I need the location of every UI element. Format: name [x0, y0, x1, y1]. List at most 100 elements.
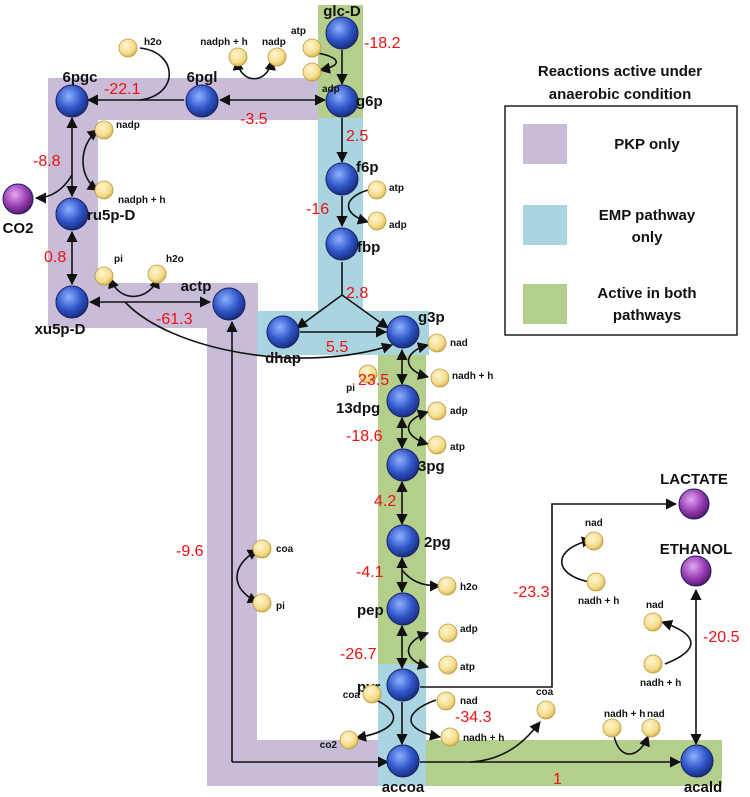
flux-f_g6pdh: -3.5	[240, 111, 268, 128]
cofactor-label-c_pi1: pi	[114, 254, 123, 265]
node-co2a	[2, 183, 34, 215]
node-label-3pg: 3pg	[418, 458, 445, 475]
band-emp	[318, 118, 363, 312]
flux-f_tpi: 5.5	[326, 339, 348, 356]
cofactor-label-c_nad5: nad	[646, 600, 664, 611]
edge-adp-atp-pyk	[407, 631, 430, 670]
cofactor-c_nadh1	[430, 368, 450, 388]
cofactor-label-c_nadph1: nadph + h	[200, 37, 248, 48]
cofactor-label-c_adp2: adp	[389, 220, 407, 231]
edge-nad-nadh-pdh	[410, 699, 442, 741]
cofactor-label-c_adp3: adp	[450, 406, 468, 417]
cofactor-c_nad3	[584, 531, 604, 551]
cofactor-label-c_coa2: coa	[343, 690, 361, 701]
band-pkp	[207, 740, 383, 786]
node-label-acald: acald	[684, 779, 722, 796]
edge-pi-h2o-pk	[108, 276, 160, 298]
node-label-co2a: CO2	[3, 220, 34, 237]
node-label-lactate: LACTATE	[660, 471, 728, 488]
edge-gnd-co2	[34, 174, 73, 204]
cofactor-label-c_nad4: nad	[647, 709, 665, 720]
flux-f_pta: -9.6	[176, 543, 204, 560]
cofactor-c_nadh2	[440, 727, 460, 747]
flux-f_ldh: -23.3	[513, 584, 550, 601]
cofactor-c_co2b	[339, 730, 359, 750]
node-lactate	[678, 488, 710, 520]
cofactor-c_nadp1	[267, 47, 287, 67]
cofactor-c_nadh5	[643, 654, 663, 674]
node-label-dhap: dhap	[265, 350, 301, 367]
cofactor-label-c_nadh3: nadh + h	[604, 709, 645, 720]
cofactor-label-c_nadp2: nadp	[116, 120, 140, 131]
node-fbp	[325, 227, 359, 261]
cofactor-label-c_coa1: coa	[276, 544, 294, 555]
band-both	[426, 740, 722, 786]
legend-title-line1: Reactions active under	[538, 63, 702, 80]
flux-f_hex: -18.2	[364, 35, 401, 52]
node-6pgl	[185, 84, 219, 118]
edge-nad-nadh-gapd	[407, 342, 430, 380]
cofactor-c_nadph1	[228, 47, 248, 67]
cofactor-label-c_nad2: nad	[460, 696, 478, 707]
legend-label-pkp: PKP only	[614, 136, 680, 153]
node-accoa	[386, 744, 420, 778]
node-pyr	[386, 668, 420, 702]
cofactor-c_pi3	[252, 593, 272, 613]
cofactor-label-c_nadh1: nadh + h	[452, 371, 493, 382]
edge-atp-adp-hex	[317, 52, 338, 74]
cofactor-c_adp3	[427, 401, 447, 421]
flux-f_pdh: -34.3	[455, 709, 492, 726]
node-acald	[680, 744, 714, 778]
node-label-fbp: fbp	[357, 239, 380, 256]
cofactor-label-c_atp3: atp	[450, 442, 465, 453]
legend: Reactions active under anaerobic conditi…	[504, 63, 738, 336]
flux-f_gnd: -8.8	[33, 153, 61, 170]
cofactor-label-c_adp1: adp	[322, 84, 340, 95]
node-label-2pg: 2pg	[424, 534, 451, 551]
flux-f_acald: 1	[553, 771, 562, 788]
node-dhap	[266, 315, 300, 349]
node-label-pep: pep	[357, 602, 384, 619]
cofactor-label-c_nad3: nad	[585, 518, 603, 529]
cofactor-label-c_nadh4: nadh + h	[578, 596, 619, 607]
node-6pgc	[55, 84, 89, 118]
edge-fba-dhap	[296, 294, 343, 329]
flux-f_pfk: -16	[306, 201, 329, 218]
node-label-f6p: f6p	[356, 159, 379, 176]
node-3pg	[386, 448, 420, 482]
node-label-ethanol: ETHANOL	[660, 541, 733, 558]
cofactor-label-c_coa3: coa	[536, 687, 554, 698]
node-label-xu5p: xu5p-D	[35, 321, 86, 338]
flux-f_adh: -20.5	[703, 629, 740, 646]
flux-f_pgl: -22.1	[104, 81, 141, 98]
cofactor-c_pi1	[94, 266, 114, 286]
node-f6p	[325, 162, 359, 196]
cofactor-c_atp4	[438, 655, 458, 675]
flux-f_gapd: 23.5	[358, 372, 389, 389]
cofactor-c_nadh4	[586, 572, 606, 592]
metabolite-nodes: glc-Dg6p6pgl6pgcCO2ru5p-Dxu5p-Dactpf6pfb…	[2, 3, 733, 796]
edge-pk-g3p	[124, 301, 394, 359]
node-label-6pgc: 6pgc	[62, 69, 97, 86]
node-label-6pgl: 6pgl	[187, 69, 218, 86]
node-ethanol	[680, 555, 712, 587]
cofactor-c_atp2	[367, 180, 387, 200]
edge-nad-nadh-adh	[660, 619, 692, 665]
node-glc	[325, 16, 359, 50]
cofactor-c_atp1	[302, 38, 322, 58]
cofactor-label-c_nadh2: nadh + h	[463, 733, 504, 744]
edge-pyr-lactate	[420, 498, 678, 688]
cofactor-c_nadph2	[94, 180, 114, 200]
node-label-13dpg: 13dpg	[336, 400, 380, 417]
cofactor-c_nad2	[436, 691, 456, 711]
flux-f_pgm: 4.2	[374, 493, 396, 510]
edge-nadh-nad-acald	[613, 734, 650, 755]
edge-fba-g3p	[341, 294, 389, 329]
cofactor-label-c_nadph2: nadph + h	[118, 195, 166, 206]
flux-f_pk: -61.3	[156, 311, 193, 328]
cofactor-label-c_nadp1: nadp	[262, 37, 286, 48]
node-label-actp: actp	[181, 278, 212, 295]
flux-f_fba: 2.8	[346, 285, 368, 302]
